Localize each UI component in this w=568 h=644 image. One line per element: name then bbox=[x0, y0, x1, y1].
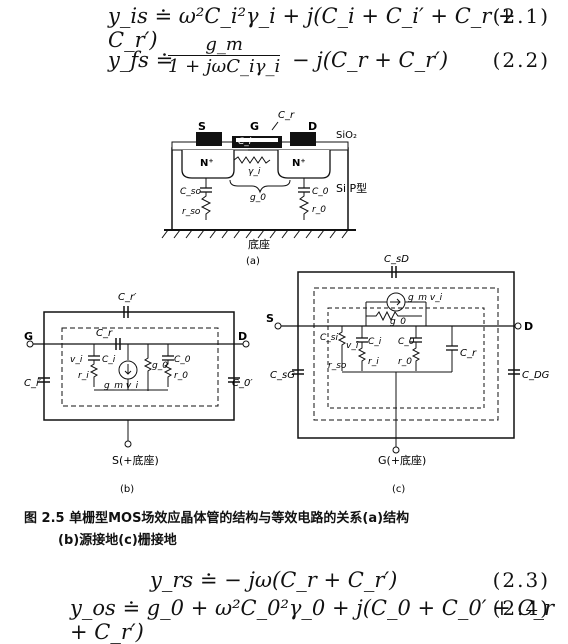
label-gamma-i: γ_i bbox=[248, 167, 261, 177]
equation-2-2-fraction: g_m 1 + jωC_iγ_i bbox=[168, 34, 281, 77]
equation-2-2-lhs: y_fs ≐ bbox=[108, 48, 174, 72]
figure-b-source-grounded: C_r′ C_r G D v_i C_i r_i g_m v_i g_0 C_0… bbox=[24, 292, 253, 495]
figure-c-gate-grounded: C_sD g_m v_i g_0 S D C_si v_i C_i r_i C_… bbox=[266, 254, 550, 495]
label-cr-prime: C_r′ bbox=[118, 292, 137, 303]
label-substrate: 底座 bbox=[248, 237, 270, 251]
label-cr: C_r bbox=[96, 328, 113, 339]
label-c0-prime: C_0′ bbox=[232, 378, 253, 389]
label-d: D bbox=[524, 320, 533, 333]
figure-caption-line1: 图 2.5 单栅型MOS场效应晶体管的结构与等效电路的关系(a)结构 bbox=[24, 511, 410, 526]
label-g: G bbox=[24, 330, 33, 343]
figure-caption: 图 2.5 单栅型MOS场效应晶体管的结构与等效电路的关系(a)结构 (b)源接… bbox=[24, 508, 564, 552]
label-g0: g_0 bbox=[250, 193, 266, 203]
label-d: D bbox=[238, 330, 247, 343]
label-rso: r_so bbox=[328, 361, 347, 371]
caption-a: (a) bbox=[246, 256, 260, 267]
label-r0: r_0 bbox=[312, 205, 326, 215]
label-gmvi: g_m v_i bbox=[408, 293, 443, 303]
label-s: S(+底座) bbox=[112, 453, 159, 467]
label-g: G bbox=[250, 120, 259, 133]
equation-2-2-number: (2.2) bbox=[492, 48, 550, 72]
label-d: D bbox=[308, 120, 317, 133]
equation-2-3: y_rs ≐ − jω(C_r + C_r′) (2.3) bbox=[0, 566, 568, 600]
drain-contact bbox=[290, 132, 316, 146]
label-c0: C_0 bbox=[398, 337, 415, 347]
label-ci: C_i bbox=[368, 337, 382, 347]
label-s: S bbox=[198, 120, 206, 133]
label-ri: r_i bbox=[368, 357, 379, 367]
label-csd: C_sD bbox=[384, 254, 409, 265]
label-rso: r_so bbox=[182, 207, 201, 217]
label-nplus-left: N⁺ bbox=[200, 158, 214, 169]
label-c0: C_0 bbox=[174, 355, 191, 365]
label-ri: r_i bbox=[78, 371, 89, 381]
label-vi: v_i bbox=[70, 355, 83, 365]
label-cr: C_r bbox=[460, 348, 477, 359]
figure-a-structure: S G C_r C_i D SiO₂ N⁺ N⁺ γ_i g_0 C_so r_… bbox=[161, 110, 367, 267]
label-g: G(+底座) bbox=[378, 453, 426, 467]
equation-2-3-body: y_rs ≐ − jω(C_r + C_r′) bbox=[150, 568, 398, 592]
label-csi: C_si bbox=[320, 333, 338, 343]
label-s: S bbox=[266, 312, 274, 325]
figure-caption-line2: (b)源接地(c)栅接地 bbox=[58, 533, 177, 548]
source-contact bbox=[196, 132, 222, 146]
label-c0: C_0 bbox=[312, 187, 329, 197]
label-ci: C_i bbox=[238, 137, 252, 147]
label-g0: g_0 bbox=[152, 361, 168, 371]
label-ci: C_i bbox=[102, 355, 116, 365]
equation-2-1-number: (2.1) bbox=[492, 4, 550, 28]
label-ci-prime: C_i′ bbox=[24, 378, 42, 389]
caption-b: (b) bbox=[120, 484, 134, 495]
label-csg: C_sG bbox=[270, 370, 295, 381]
caption-c: (c) bbox=[392, 484, 405, 495]
equation-2-3-number: (2.3) bbox=[492, 568, 550, 592]
label-gmvi: g_m v_i bbox=[104, 381, 139, 391]
label-vi: v_i bbox=[346, 341, 359, 351]
equation-2-2-numerator: g_m bbox=[168, 34, 281, 56]
equation-2-1: y_is ≐ ω²C_i²γ_i + j(C_i + C_i′ + C_r + … bbox=[0, 2, 568, 52]
equation-2-2: y_fs ≐ g_m 1 + jωC_iγ_i − j(C_r + C_r′) … bbox=[0, 34, 568, 90]
label-cso: C_so bbox=[180, 187, 201, 197]
equation-2-2-denominator: 1 + jωC_iγ_i bbox=[168, 56, 281, 77]
label-r0: r_0 bbox=[174, 371, 188, 381]
label-sio2: SiO₂ bbox=[336, 130, 357, 141]
equation-2-2-tail: − j(C_r + C_r′) bbox=[292, 48, 449, 72]
equation-2-4: y_os ≐ g_0 + ω²C_0²γ_0 + j(C_0 + C_0′ + … bbox=[0, 594, 568, 644]
label-si: Si P型 bbox=[336, 181, 367, 195]
label-cdg: C_DG bbox=[522, 370, 550, 381]
equation-2-4-number: (2.4) bbox=[492, 596, 550, 620]
label-cr: C_r bbox=[278, 110, 295, 121]
label-r0: r_0 bbox=[398, 357, 412, 367]
label-g0: g_0 bbox=[390, 317, 406, 327]
equation-2-1-body: y_is ≐ ω²C_i²γ_i + j(C_i + C_i′ + C_r + … bbox=[108, 4, 516, 52]
label-nplus-right: N⁺ bbox=[292, 158, 306, 169]
